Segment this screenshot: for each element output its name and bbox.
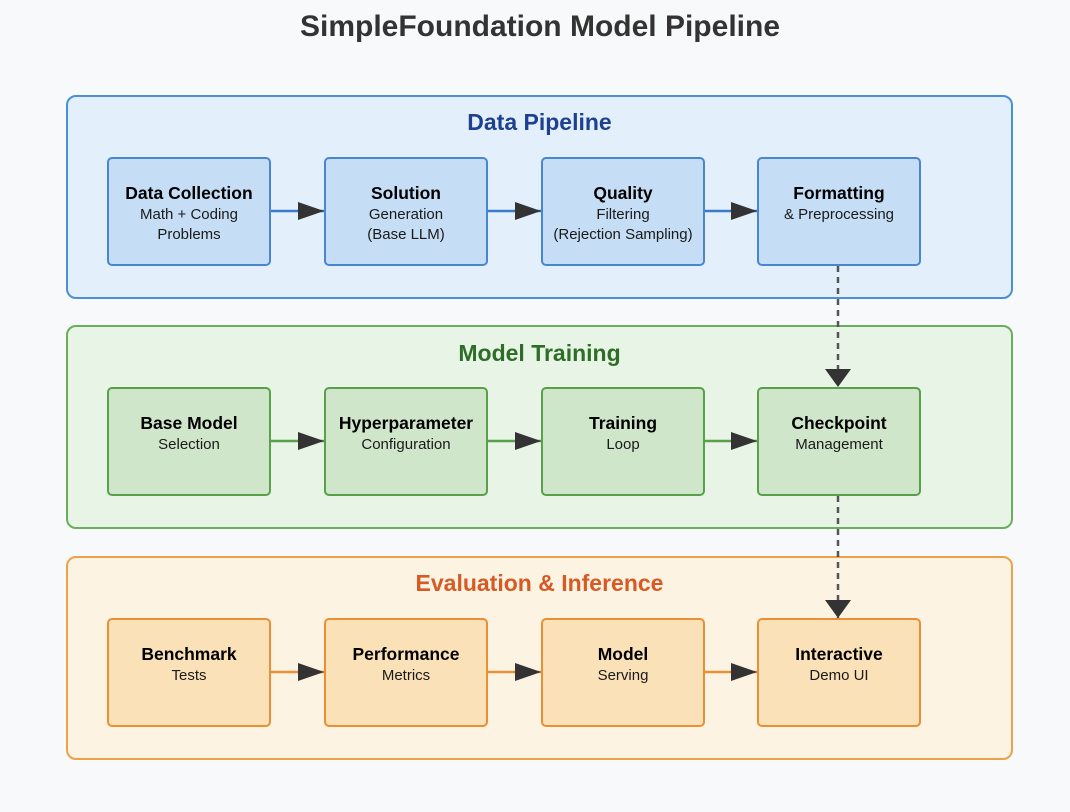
section-title: Model Training bbox=[458, 340, 621, 366]
box-subtitle: Demo UI bbox=[809, 667, 869, 684]
box-title: Formatting bbox=[793, 183, 885, 203]
box-title: Base Model bbox=[140, 413, 238, 433]
box-hyperparameter: Hyperparameter Configuration bbox=[324, 387, 488, 496]
box-subtitle: Filtering (Rejection Sampling) bbox=[553, 206, 693, 243]
box-interactive: Interactive Demo UI bbox=[757, 618, 921, 727]
section-data-pipeline: Data Pipeline Data Collection Math + Cod… bbox=[66, 95, 1013, 299]
box-title: Benchmark bbox=[141, 644, 237, 664]
box-subtitle: Management bbox=[795, 436, 883, 453]
box-title: Training bbox=[588, 413, 658, 433]
box-title: Solution bbox=[371, 183, 441, 203]
box-subtitle: Generation (Base LLM) bbox=[367, 206, 445, 243]
box-subtitle: Selection bbox=[158, 436, 220, 453]
box-subtitle: Serving bbox=[597, 667, 649, 684]
box-quality: Quality Filtering (Rejection Sampling) bbox=[541, 157, 705, 266]
section-title: Data Pipeline bbox=[467, 109, 612, 135]
section-title: Evaluation & Inference bbox=[415, 570, 664, 596]
box-subtitle: Metrics bbox=[381, 667, 431, 684]
box-subtitle: & Preprocessing bbox=[783, 206, 895, 223]
section-evaluation-inference: Evaluation & Inference Benchmark Tests P… bbox=[66, 556, 1013, 760]
box-title: Hyperparameter bbox=[338, 413, 474, 433]
box-formatting: Formatting & Preprocessing bbox=[757, 157, 921, 266]
box-solution: Solution Generation (Base LLM) bbox=[324, 157, 488, 266]
box-subtitle: Tests bbox=[171, 667, 207, 684]
section-model-training: Model Training Base Model Selection Hype… bbox=[66, 325, 1013, 529]
box-subtitle: Math + Coding Problems bbox=[140, 206, 238, 243]
box-title: Interactive bbox=[795, 644, 883, 664]
box-training: Training Loop bbox=[541, 387, 705, 496]
box-title: Performance bbox=[352, 644, 460, 664]
box-title: Checkpoint bbox=[791, 413, 887, 433]
box-data-collection: Data Collection Math + Coding Problems bbox=[107, 157, 271, 266]
box-subtitle: Configuration bbox=[361, 436, 451, 453]
box-base-model: Base Model Selection bbox=[107, 387, 271, 496]
box-subtitle: Loop bbox=[606, 436, 640, 453]
box-model: Model Serving bbox=[541, 618, 705, 727]
box-title: Model bbox=[597, 644, 649, 664]
box-performance: Performance Metrics bbox=[324, 618, 488, 727]
box-checkpoint: Checkpoint Management bbox=[757, 387, 921, 496]
box-title: Quality bbox=[593, 183, 653, 203]
page-title: SimpleFoundation Model Pipeline bbox=[299, 10, 780, 43]
box-benchmark: Benchmark Tests bbox=[107, 618, 271, 727]
box-title: Data Collection bbox=[125, 183, 253, 203]
